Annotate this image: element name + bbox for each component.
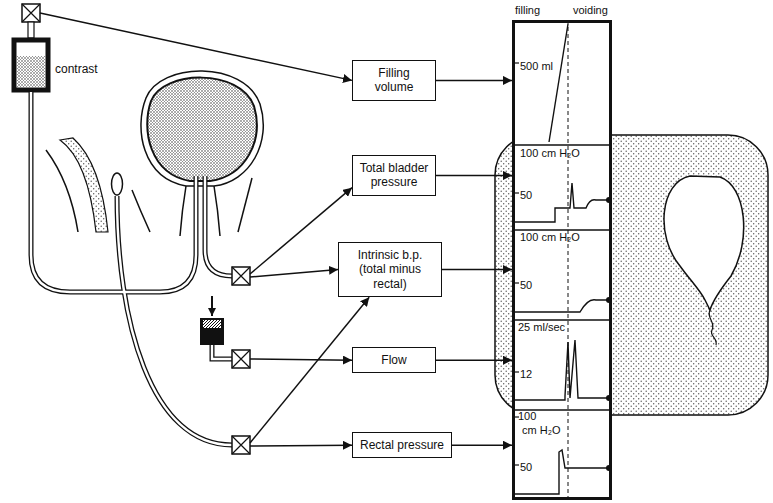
urine-stream-arrow [211, 296, 213, 316]
trace [514, 450, 609, 494]
scale-label: 25 ml/sec [518, 321, 565, 333]
scale-label: 100 cm H₂O [520, 231, 580, 243]
signal-box: Rectal pressure [352, 432, 452, 458]
rectal-balloon [112, 173, 123, 195]
body-wall [46, 150, 78, 232]
part-label: contrast [55, 62, 98, 76]
scale-label: 12 [520, 368, 532, 380]
signal-arrow [452, 444, 512, 446]
transducer-lead [250, 359, 352, 360]
chart-panel: fillingvoiding500 ml100 cm H₂O50100 cm H… [512, 20, 612, 500]
pelvic-floor [238, 178, 252, 232]
track-divider [512, 145, 612, 410]
pressure-transducer [232, 267, 250, 285]
flow-beaker-fluid [203, 320, 221, 328]
contrast-reservoir [14, 40, 48, 90]
scale-label: 100 [518, 410, 536, 422]
transducer-lead [250, 444, 352, 446]
box-label: Flow [359, 353, 429, 367]
screen-bladder [664, 176, 744, 310]
scale-label: 50 [520, 461, 532, 473]
flow-transducer [232, 350, 250, 368]
track-divider [512, 319, 612, 321]
screen-urethra [709, 310, 716, 345]
scale-label: 500 ml [520, 60, 553, 72]
rectal-transducer [232, 436, 250, 454]
volume-transducer [22, 4, 40, 22]
flow-transducer [232, 350, 250, 368]
transducer-lead [250, 188, 352, 274]
urethra [180, 186, 220, 236]
transducer-lead [40, 13, 352, 80]
signal-arrow [436, 359, 512, 361]
rectal-transducer [232, 436, 250, 454]
catheter-lumen [205, 176, 232, 276]
volume-transducer [22, 4, 40, 22]
track-divider [512, 144, 612, 146]
transducer-lead [250, 270, 338, 277]
box-label: Filling volume [359, 66, 429, 95]
catheter-lumen [117, 196, 232, 445]
scale-label: 100 cm H₂O [520, 147, 580, 159]
trace [514, 340, 609, 400]
rectal-wall [132, 190, 150, 232]
box-label: Intrinsic b.p. (total minus rectal) [345, 248, 435, 291]
scale-label: voiding [573, 4, 608, 16]
catheter-lumen [212, 345, 232, 359]
chart-paper [512, 20, 612, 500]
signal-box: Flow [352, 347, 436, 373]
catheter-lumen [31, 92, 196, 292]
contrast-fluid [17, 56, 45, 87]
signal-arrow [436, 80, 512, 82]
signal-box: Total bladder pressure [352, 155, 436, 196]
scale-label: filling [515, 4, 540, 16]
bladder [147, 78, 256, 181]
trace [514, 300, 609, 312]
catheter-tube [212, 345, 232, 359]
signal-box: Intrinsic b.p. (total minus rectal) [338, 242, 442, 297]
flow-transducer [232, 350, 250, 368]
signal-box: Filling volume [352, 60, 436, 101]
reservoir-stem [28, 22, 34, 38]
scale-label: 50 [520, 279, 532, 291]
trace [549, 24, 568, 142]
box-label: Rectal pressure [359, 438, 445, 452]
catheter-lumen [31, 92, 232, 445]
trace [514, 183, 609, 222]
catheter-tube [31, 92, 232, 445]
catheter-tube [117, 196, 232, 445]
pressure-transducer [232, 267, 250, 285]
trace [514, 24, 609, 494]
box-label: Total bladder pressure [359, 161, 429, 190]
phase-divider [568, 20, 569, 500]
pressure-transducer [232, 267, 250, 285]
catheter-tube [205, 176, 232, 276]
rectal-transducer [232, 436, 250, 454]
bladder-wall [141, 71, 263, 186]
track-divider [512, 229, 612, 231]
signal-arrow [436, 175, 512, 177]
signal-arrow [442, 269, 512, 271]
catheter-tube [31, 92, 196, 292]
pubic-bone [60, 138, 108, 232]
scale-label: cm H₂O [522, 424, 561, 436]
flow-beaker [200, 318, 224, 345]
scale-label: 50 [520, 189, 532, 201]
